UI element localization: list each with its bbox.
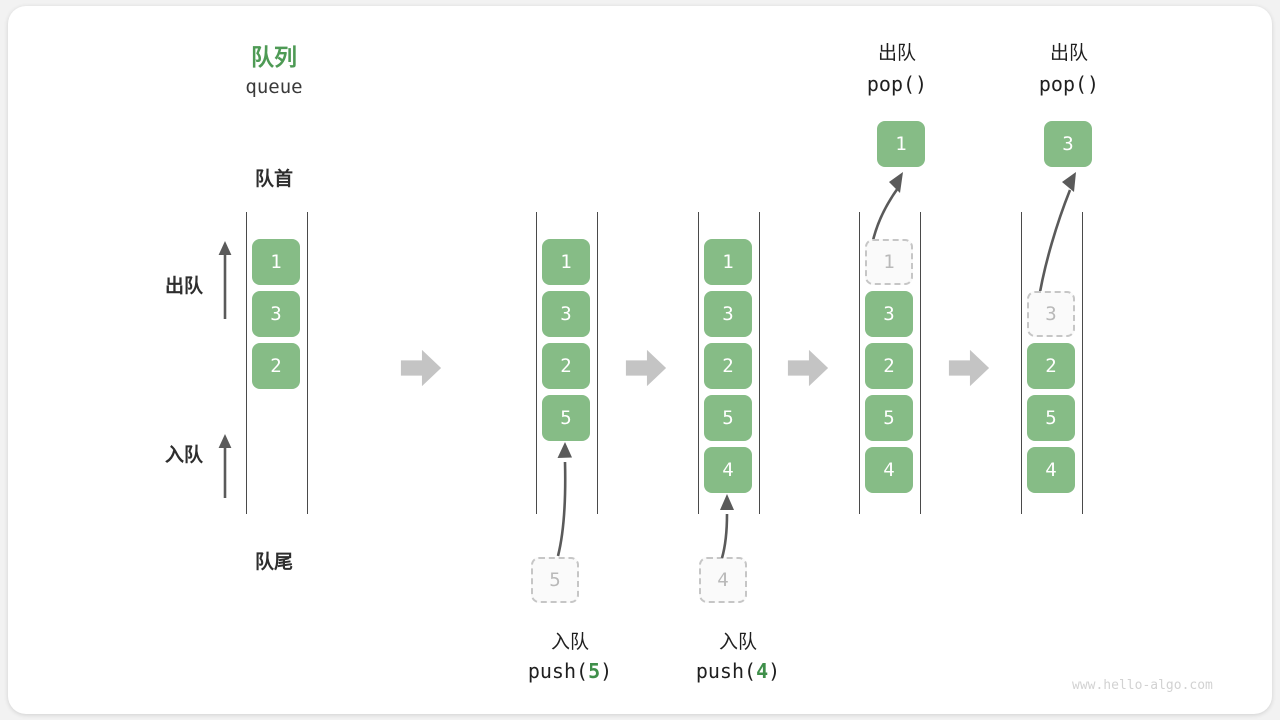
- watermark: www.hello-algo.com: [1072, 678, 1213, 693]
- queue-cell: 2: [252, 343, 300, 389]
- queue-rail-left: [859, 212, 860, 514]
- queue-rail-right: [1082, 212, 1083, 514]
- pop-header-code: pop(): [1038, 72, 1100, 96]
- queue-cell: 4: [865, 447, 913, 493]
- queue-cell: 1: [704, 239, 752, 285]
- queue-rail-right: [597, 212, 598, 514]
- push-code-num: 4: [756, 659, 769, 683]
- queue-cell: 2: [865, 343, 913, 389]
- queue-cell-new: 4: [704, 447, 752, 493]
- push-caption-cn: 入队: [718, 632, 757, 653]
- step-arrow-icon: [400, 349, 442, 387]
- queue-rail-left: [1021, 212, 1022, 514]
- push-code-post: ): [768, 659, 781, 683]
- diagram-card: 队列 queue 队首 队尾 出队 入队 1 3 2: [8, 6, 1272, 714]
- push-code-pre: push(: [695, 659, 757, 683]
- diagram-title-en: queue: [245, 76, 303, 98]
- push-code-pre: push(: [527, 659, 589, 683]
- diagram-title-cn: 队列: [251, 44, 297, 70]
- queue-cell: 3: [704, 291, 752, 337]
- queue-cell: 1: [542, 239, 590, 285]
- queue-cell: 5: [865, 395, 913, 441]
- queue-cell-removed: 1: [865, 239, 913, 285]
- queue-cell: 5: [1027, 395, 1075, 441]
- pop-arrow-icon: [1036, 172, 1076, 305]
- dequeue-direction-arrow-icon: [218, 241, 232, 319]
- queue-rail-left: [536, 212, 537, 514]
- push-arrow-icon: [720, 494, 734, 559]
- popped-cell: 1: [877, 121, 925, 167]
- queue-cell: 3: [542, 291, 590, 337]
- queue-rail-right: [759, 212, 760, 514]
- enqueue-direction-arrow-icon: [218, 434, 232, 498]
- step-arrow-icon: [948, 349, 990, 387]
- queue-cell-removed: 3: [1027, 291, 1075, 337]
- queue-cell-new: 5: [542, 395, 590, 441]
- queue-rail-right: [307, 212, 308, 514]
- queue-cell: 2: [542, 343, 590, 389]
- push-code-num: 5: [588, 659, 601, 683]
- front-label: 队首: [254, 169, 293, 190]
- popped-cell: 3: [1044, 121, 1092, 167]
- step-arrow-icon: [787, 349, 829, 387]
- queue-cell: 3: [865, 291, 913, 337]
- dequeue-side-label: 出队: [164, 276, 203, 297]
- step-arrow-icon: [625, 349, 667, 387]
- queue-cell: 3: [252, 291, 300, 337]
- push-arrow-icon: [556, 442, 572, 557]
- queue-cell: 5: [704, 395, 752, 441]
- queue-rail-left: [698, 212, 699, 514]
- queue-cell: 2: [1027, 343, 1075, 389]
- push-caption-cn: 入队: [550, 632, 589, 653]
- pop-header-code: pop(): [866, 72, 928, 96]
- incoming-ghost-cell: 4: [699, 557, 747, 603]
- queue-rail-left: [246, 212, 247, 514]
- push-caption-code: push(5): [496, 659, 644, 683]
- push-code-post: ): [600, 659, 613, 683]
- queue-cell: 1: [252, 239, 300, 285]
- pop-header-cn: 出队: [877, 43, 916, 64]
- pop-header-cn: 出队: [1049, 43, 1088, 64]
- incoming-ghost-cell: 5: [531, 557, 579, 603]
- rear-label: 队尾: [254, 552, 293, 573]
- queue-rail-right: [920, 212, 921, 514]
- queue-cell: 4: [1027, 447, 1075, 493]
- push-caption-code: push(4): [664, 659, 812, 683]
- enqueue-side-label: 入队: [164, 445, 203, 466]
- queue-cell: 2: [704, 343, 752, 389]
